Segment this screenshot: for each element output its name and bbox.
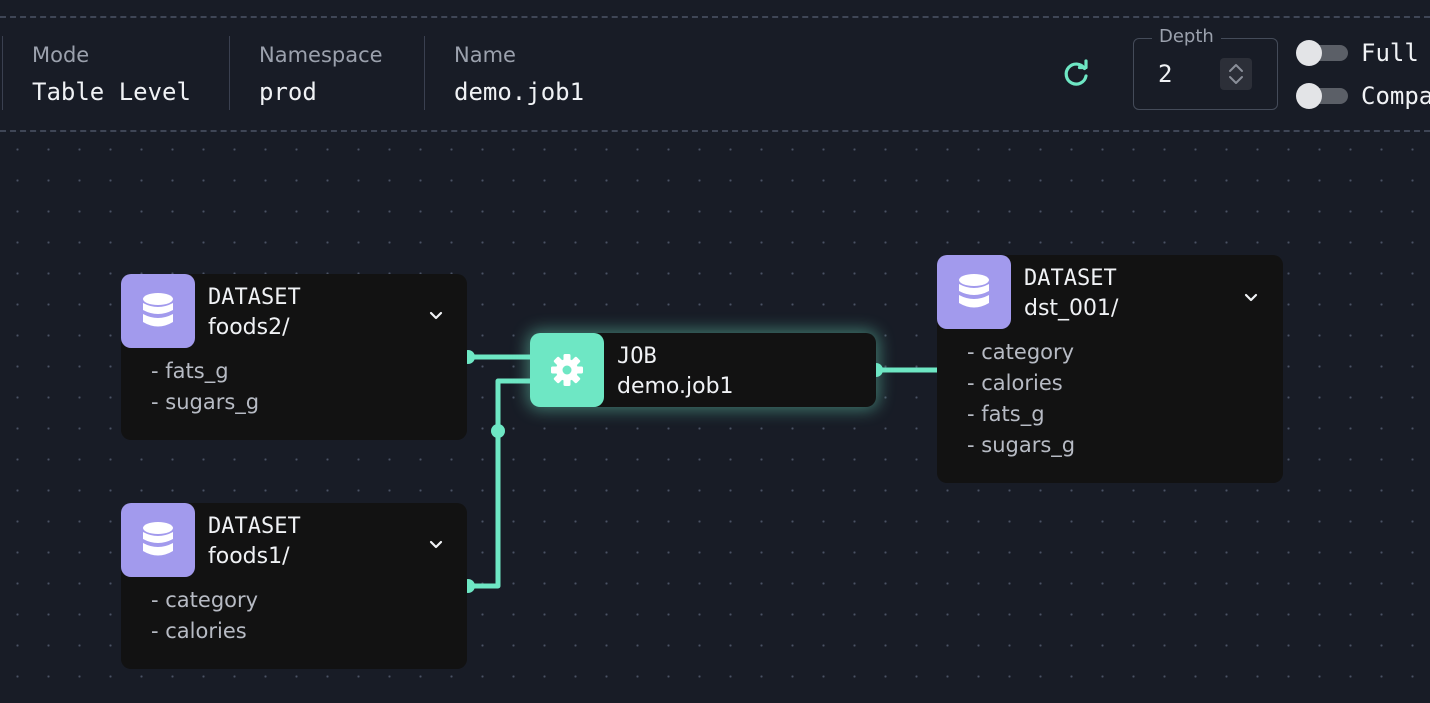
chevron-down-icon [429, 540, 443, 549]
header-bottom-divider [0, 130, 1430, 132]
expand-button[interactable] [1241, 288, 1261, 308]
mode-field: Mode Table Level [32, 42, 191, 106]
dataset-node-foods2[interactable]: DATASET foods2/ - fats_g - sugars_g [121, 274, 467, 440]
expand-button[interactable] [426, 535, 446, 555]
field-item: - category [967, 340, 1075, 364]
toggle-area: Full Compact [1296, 30, 1430, 110]
database-icon [143, 522, 173, 556]
stepper-arrows-icon [1229, 64, 1243, 84]
edge-foods1-job [468, 378, 530, 589]
field-item: - category [151, 588, 259, 612]
refresh-button[interactable] [1060, 58, 1092, 90]
header-top-divider [0, 16, 1430, 18]
gear-icon [551, 354, 583, 386]
database-icon [959, 274, 989, 308]
mode-value: Table Level [32, 78, 191, 106]
job-node[interactable]: JOB demo.job1 [530, 333, 876, 407]
node-type: DATASET [208, 514, 301, 539]
name-value: demo.job1 [454, 78, 585, 106]
header-separator [229, 36, 230, 110]
name-field: Name demo.job1 [454, 42, 584, 106]
chevron-down-icon [429, 311, 443, 320]
toggle-knob [1296, 40, 1322, 66]
namespace-label: Namespace [259, 43, 383, 67]
namespace-value: prod [259, 78, 317, 106]
refresh-icon [1064, 59, 1088, 86]
compact-toggle-label: Compact [1361, 82, 1430, 110]
node-type: DATASET [208, 285, 301, 310]
full-toggle-label: Full [1361, 39, 1419, 67]
depth-value[interactable]: 2 [1158, 60, 1173, 88]
mode-label: Mode [32, 43, 90, 67]
field-item: - sugars_g [967, 433, 1076, 457]
depth-stepper[interactable] [1220, 58, 1252, 90]
dataset-icon-box [937, 255, 1011, 329]
field-item: - calories [151, 619, 247, 643]
dataset-icon-box [121, 503, 195, 577]
node-type: JOB [617, 344, 657, 369]
depth-label: Depth [1152, 25, 1221, 49]
field-item: - sugars_g [151, 390, 260, 414]
header-separator [2, 36, 3, 110]
dataset-node-dst-001[interactable]: DATASET dst_001/ - category - calories -… [937, 255, 1283, 483]
name-label: Name [454, 43, 516, 67]
database-icon [143, 293, 173, 327]
expand-button[interactable] [426, 306, 446, 326]
node-name: foods1/ [208, 544, 290, 569]
chevron-down-icon [1244, 293, 1258, 302]
dataset-node-foods1[interactable]: DATASET foods1/ - category - calories [121, 503, 467, 669]
node-type: DATASET [1024, 266, 1117, 291]
toggle-knob [1296, 83, 1322, 109]
dataset-icon-box [121, 274, 195, 348]
edge-handle [491, 424, 505, 438]
header-separator [424, 36, 425, 110]
field-item: - calories [967, 371, 1063, 395]
field-list: - category - calories [151, 585, 258, 647]
field-list: - fats_g - sugars_g [151, 356, 259, 418]
job-icon-box [530, 333, 604, 407]
node-name: foods2/ [208, 315, 290, 340]
field-item: - fats_g [151, 359, 229, 383]
node-name: demo.job1 [617, 374, 734, 399]
field-list: - category - calories - fats_g - sugars_… [967, 337, 1075, 461]
namespace-field: Namespace prod [259, 42, 383, 106]
node-name: dst_001/ [1024, 296, 1119, 321]
field-item: - fats_g [967, 402, 1045, 426]
